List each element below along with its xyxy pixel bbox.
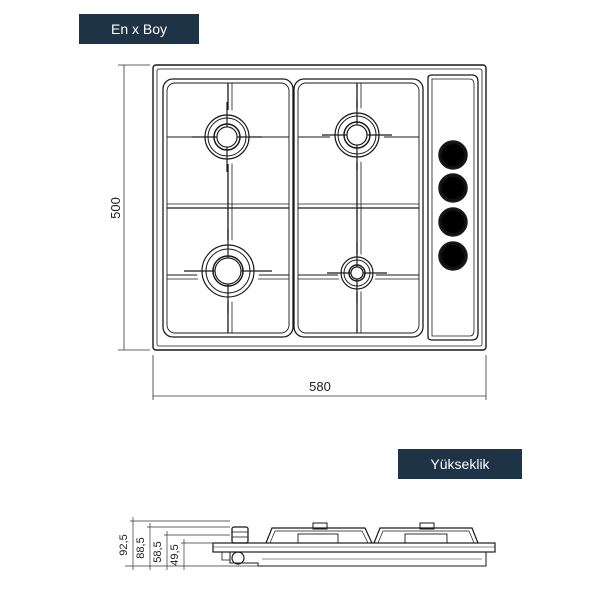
width-dimension-label: 580 [309, 379, 331, 394]
control-panel [427, 74, 479, 341]
knob-2 [438, 173, 468, 203]
side-dimension-label-4: 49,5 [169, 544, 181, 565]
burner-front-right [327, 243, 387, 303]
knob-4 [438, 241, 468, 271]
side-dimension-label-3: 58,5 [152, 541, 164, 562]
burner-rear-right [322, 100, 392, 170]
side-view-label: Yükseklik [398, 449, 522, 479]
side-dimension-lines [125, 517, 258, 570]
height-dimension-line [118, 64, 150, 351]
height-dimension-label: 500 [108, 197, 123, 219]
hob-side-view [212, 522, 496, 567]
burner-rear-left [192, 102, 262, 172]
hob-top-view [152, 64, 487, 351]
top-view-label: En x Boy [79, 14, 199, 44]
knob-3 [438, 207, 468, 237]
width-dimension-line [152, 355, 487, 400]
side-dimension-label-1: 92,5 [118, 534, 130, 555]
knob-1 [438, 140, 468, 170]
side-dimension-label-2: 88,5 [135, 537, 147, 558]
burner-front-left [184, 229, 272, 313]
